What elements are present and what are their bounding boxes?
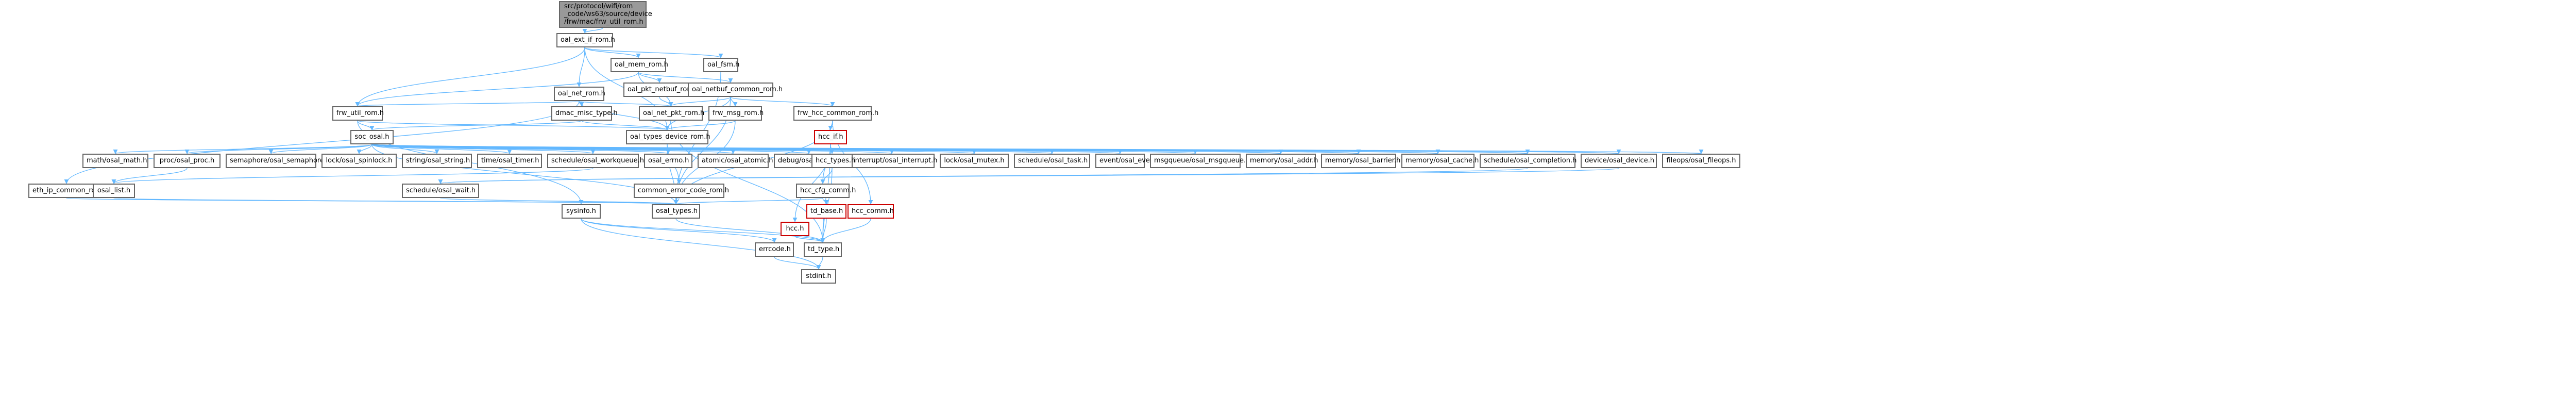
edge-osal_list-to-osal_types <box>113 197 678 205</box>
node-osal-list[interactable]: osal_list.h <box>93 184 135 198</box>
node-oal-pkt-netbuf-rom[interactable]: oal_pkt_netbuf_rom.h <box>623 83 700 97</box>
node-osal-device[interactable]: device/osal_device.h <box>1581 154 1657 168</box>
edge-dmac_misc_type-to-soc_osal <box>369 120 582 130</box>
edge-workqueue-to-osal_list <box>111 168 594 184</box>
node-osal-timer[interactable]: time/osal_timer.h <box>477 154 542 168</box>
edge-oal_ext_if_rom-to-oal_mem_rom <box>584 47 641 58</box>
edge-frw_util_rom-to-oal_types_device_rom <box>357 120 669 130</box>
edge-soc_osal-to-math <box>113 144 372 154</box>
node-td-base[interactable]: td_base.h <box>806 204 846 219</box>
edge-oal_net_rom-to-eth_ip_common_rom <box>64 101 580 184</box>
edge-soc_osal-to-string <box>371 144 439 154</box>
node-osal-interrupt[interactable]: interrupt/osal_interrupt.h <box>849 154 938 168</box>
edge-wait-to-osal_types <box>440 197 678 205</box>
edge-soc_osal-to-proc <box>184 144 372 154</box>
edge-oal_netbuf_common_rom-to-frw_hcc_common_rom <box>730 96 835 107</box>
edge-sysinfo-to-errcode <box>581 218 777 243</box>
node-oal-mem-rom[interactable]: oal_mem_rom.h <box>611 58 668 72</box>
edge-oal_ext_if_rom-to-oal_net_rom <box>577 47 585 87</box>
edge-errcode-to-stdint <box>774 256 821 270</box>
node-frw-hcc-common-rom[interactable]: frw_hcc_common_rom.h <box>793 106 878 121</box>
edge-td_type-to-stdint <box>816 256 823 270</box>
edge-sysinfo-to-td_type <box>581 218 825 243</box>
node-sysinfo[interactable]: sysinfo.h <box>562 204 601 219</box>
node-dmac-misc-type[interactable]: dmac_misc_type.h <box>551 106 618 121</box>
edge-oal_ext_if_rom-to-oal_fsm <box>584 47 723 58</box>
edge-hcc_cfg_comm-to-td_base <box>822 197 829 205</box>
edge-soc_osal-to-fileops <box>371 144 1703 154</box>
node-soc-osal[interactable]: soc_osal.h <box>350 130 394 144</box>
edge-soc_osal-to-spinlock <box>357 144 372 154</box>
edge-root-to-oal_ext_if_rom <box>582 27 603 34</box>
node-common-error-code-rom[interactable]: common_error_code_rom.h <box>634 184 729 198</box>
node-oal-fsm[interactable]: oal_fsm.h <box>703 58 739 72</box>
root-path-line-1: src/protocol/wifi/rom <box>564 3 633 10</box>
node-osal-spinlock[interactable]: lock/osal_spinlock.h <box>321 154 397 168</box>
edge-device-to-wait <box>438 168 1619 184</box>
node-osal-proc[interactable]: proc/osal_proc.h <box>154 154 221 168</box>
edge-hcc_comm-to-td_type <box>820 218 871 243</box>
edge-oal_netbuf_common_rom-to-oal_net_pkt_rom <box>668 96 731 107</box>
node-osal-cache[interactable]: memory/osal_cache.h <box>1401 154 1479 168</box>
node-osal-task[interactable]: schedule/osal_task.h <box>1014 154 1090 168</box>
root-node-frw-util-rom: src/protocol/wifi/rom _code/ws63/source/… <box>559 1 652 28</box>
node-hcc-h[interactable]: hcc.h <box>781 222 809 236</box>
node-frw-util-rom[interactable]: frw_util_rom.h <box>332 106 384 121</box>
node-oal-ext-if-rom[interactable]: oal_ext_if_rom.h <box>556 33 615 47</box>
node-osal-types[interactable]: osal_types.h <box>652 204 700 219</box>
edge-oal_mem_rom-to-oal_netbuf_common_rom <box>638 72 733 83</box>
node-osal-string[interactable]: string/osal_string.h <box>402 154 472 168</box>
node-osal-fileops[interactable]: fileops/osal_fileops.h <box>1662 154 1740 168</box>
node-td-type[interactable]: td_type.h <box>804 242 842 257</box>
node-eth-ip-common-rom[interactable]: eth_ip_common_rom.h <box>28 184 108 198</box>
edge-oal_net_rom-to-oal_types_device_rom <box>579 101 670 130</box>
edge-soc_osal-to-semaphore <box>268 144 372 154</box>
edge-oal_net_rom-to-frw_util_rom <box>355 101 580 107</box>
node-osal-addr[interactable]: memory/osal_addr.h <box>1246 154 1318 168</box>
node-errcode[interactable]: errcode.h <box>755 242 794 257</box>
node-oal-net-pkt-rom[interactable]: oal_net_pkt_rom.h <box>639 106 704 121</box>
root-path-line-3: /frw/mac/frw_util_rom.h <box>564 18 643 26</box>
node-osal-wait[interactable]: schedule/osal_wait.h <box>402 184 479 198</box>
node-osal-semaphore[interactable]: semaphore/osal_semaphore.h <box>226 154 330 168</box>
edge-dmac_misc_type-to-oal_types_device_rom <box>581 120 670 130</box>
edge-sysinfo-to-stdint <box>581 218 821 270</box>
edge-oal_ext_if_rom-to-frw_util_rom <box>355 47 585 107</box>
node-hcc-types[interactable]: hcc_types.h <box>811 154 855 168</box>
node-osal-math[interactable]: math/osal_math.h <box>82 154 148 168</box>
node-hcc-cfg-comm[interactable]: hcc_cfg_comm.h <box>796 184 856 198</box>
node-hcc-comm[interactable]: hcc_comm.h <box>848 204 894 219</box>
node-hcc-if[interactable]: hcc_if.h <box>814 130 847 144</box>
edge-osal_types-to-td_type <box>675 218 825 243</box>
node-osal-atomic[interactable]: atomic/osal_atomic.h <box>698 154 773 168</box>
edge-proc-to-osal_list <box>111 168 188 184</box>
node-osal-errno[interactable]: osal_errno.h <box>644 154 692 168</box>
edge-oal_mem_rom-to-frw_util_rom <box>355 72 639 107</box>
node-oal-net-rom[interactable]: oal_net_rom.h <box>554 87 605 101</box>
node-osal-event[interactable]: event/osal_event.h <box>1095 154 1163 168</box>
edge-oal_net_rom-to-oal_net_pkt_rom <box>579 101 673 107</box>
node-stdint[interactable]: stdint.h <box>801 269 836 284</box>
node-oal-netbuf-common-rom[interactable]: oal_netbuf_common_rom.h <box>688 83 783 97</box>
edge-oal_mem_rom-to-oal_pkt_netbuf_rom <box>638 72 662 83</box>
edge-hcc_cfg_comm-to-osal_types <box>673 197 823 205</box>
node-osal-barrier[interactable]: memory/osal_barrier.h <box>1321 154 1400 168</box>
edge-soc_osal-to-timer <box>371 144 512 154</box>
node-osal-msgqueue[interactable]: msgqueue/osal_msgqueue.h <box>1150 154 1250 168</box>
node-oal-types-device-rom[interactable]: oal_types_device_rom.h <box>626 130 710 144</box>
node-osal-workqueue[interactable]: schedule/osal_workqueue.h <box>547 154 644 168</box>
node-osal-mutex[interactable]: lock/osal_mutex.h <box>940 154 1009 168</box>
node-osal-completion[interactable]: schedule/osal_completion.h <box>1480 154 1577 168</box>
edge-frw_msg_rom-to-oal_types_device_rom <box>665 120 736 130</box>
node-frw-msg-rom[interactable]: frw_msg_rom.h <box>708 106 764 121</box>
root-path-line-2: _code/ws63/source/device <box>564 10 652 18</box>
